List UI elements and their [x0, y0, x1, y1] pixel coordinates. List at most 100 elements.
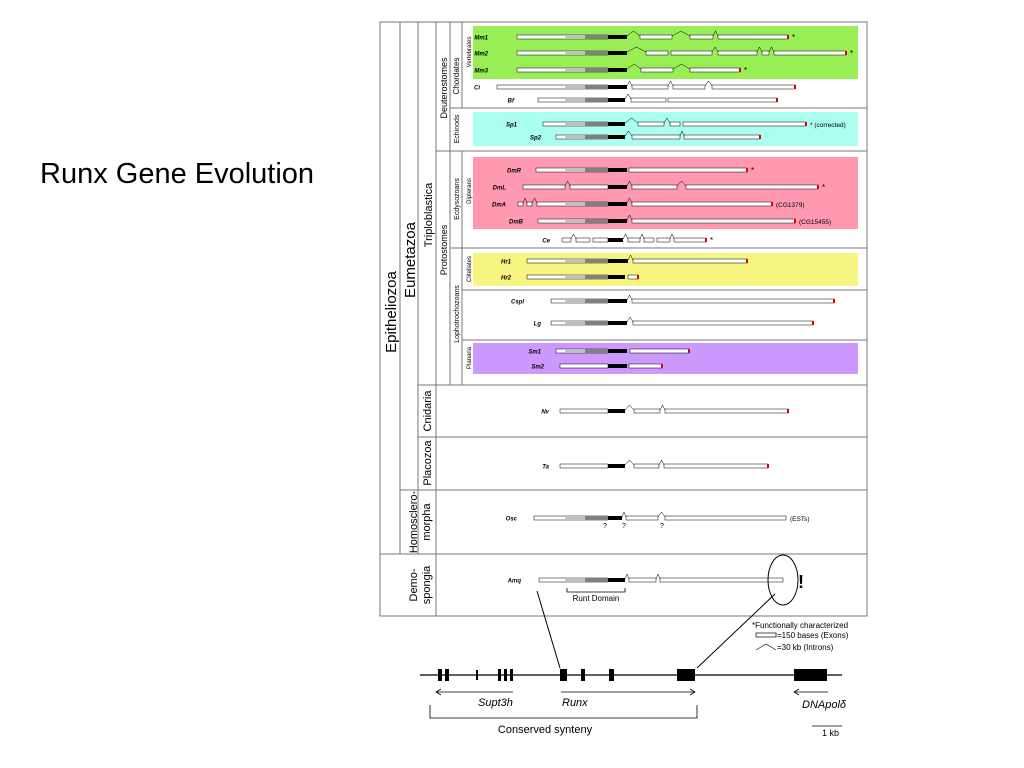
exon [628, 363, 663, 369]
exon [559, 463, 609, 469]
runt-domain-light [565, 168, 585, 172]
intron [626, 30, 641, 37]
runt-domain-light [565, 516, 585, 520]
supt3h-arrowhead [435, 688, 442, 696]
exon [628, 167, 748, 173]
runt-domain-mid [585, 122, 608, 126]
gene-suffix: (CG15455) [799, 219, 831, 226]
runt-domain-core [608, 98, 625, 102]
clade-lophotrochozoans: Lophotrochozoans [454, 285, 461, 343]
exon [717, 34, 789, 40]
exon [631, 218, 796, 224]
runt-domain-mid [585, 259, 608, 263]
gene-row-hr2: Hr2 [501, 274, 639, 282]
intron [621, 511, 627, 518]
runt-domain-core [608, 85, 627, 89]
legend-exon-swatch [755, 632, 777, 638]
intron [622, 233, 629, 240]
gene-end-mark [787, 35, 789, 39]
clade-deuterostomes: Deuterostomes [439, 57, 449, 119]
intron [624, 459, 635, 466]
exon [628, 577, 657, 583]
clade-clitellates: Clitellates [467, 256, 473, 282]
gene-row-amq: Amq [507, 573, 784, 585]
runt-domain-light [565, 122, 585, 126]
gene-row-dmb: DmB(CG15455) [509, 214, 831, 226]
exon [631, 184, 678, 190]
exon [663, 463, 769, 469]
gene-label: Sp1 [506, 123, 518, 129]
gene-label: Nv [541, 410, 549, 416]
gene-end-mark [817, 185, 819, 189]
intron [657, 511, 666, 518]
runt-domain-core [608, 464, 625, 468]
slide-title: Runx Gene Evolution [40, 158, 315, 190]
runt-domain-core [608, 168, 627, 172]
gene-end-mark [787, 409, 789, 413]
gene-row-mm1: Mm1* [474, 30, 795, 42]
runt-domain-mid [585, 349, 608, 353]
runt-domain-mid [585, 321, 608, 325]
gene-label: Mm1 [474, 36, 488, 42]
exon [637, 121, 665, 127]
gene-row-sp1: Sp1* (corrected) [506, 117, 846, 129]
legend-exons: =150 bases (Exons) [777, 631, 849, 640]
runt-domain-light [565, 35, 585, 39]
runt-domain-core [608, 349, 627, 353]
intron [627, 254, 634, 261]
runt-domain-light [565, 578, 585, 582]
runt-domain-mid [585, 578, 608, 582]
exon [633, 408, 661, 414]
clade-demospongia-1: Demo- [408, 568, 420, 601]
runt-domain-light [565, 68, 585, 72]
intron [626, 294, 633, 301]
runt-domain-core [608, 202, 627, 206]
exon [575, 237, 591, 243]
intron [624, 93, 632, 100]
runt-domain-mid [585, 219, 608, 223]
clade-vertebrates: Vertebrates [467, 37, 473, 68]
gene-end-mark [688, 349, 690, 353]
exon [631, 134, 681, 140]
clade-cnidaria: Cnidaria [422, 390, 434, 432]
gene-label: Bf [508, 99, 515, 105]
gene-row-bf: Bf [508, 93, 778, 105]
gene-label: Hr1 [501, 260, 512, 266]
runt-domain-core [608, 578, 625, 582]
clade-epitheliozoa: Epitheliozoa [383, 270, 400, 352]
clade-echinods: Echinods [454, 114, 461, 143]
gene-row-mm2: Mm2* [474, 46, 853, 58]
gene-label: Osc [506, 517, 518, 523]
exon [632, 320, 814, 326]
runt-domain-core [608, 135, 625, 139]
gene-end-mark [771, 202, 773, 206]
intron [626, 63, 642, 70]
runt-domain-light [565, 275, 585, 279]
gene-end-mark [661, 364, 663, 368]
runt-domain-light [565, 219, 585, 223]
gene-label: Mm3 [474, 69, 488, 75]
runt-domain-mid [585, 168, 608, 172]
gene-suffix: * [822, 183, 825, 192]
gene-suffix: * [850, 49, 853, 58]
clade-planaria: Planaria [467, 346, 473, 369]
clade-labels: Epitheliozoa Eumetazoa Triploblastica De… [383, 37, 473, 605]
runt-domain-mid [585, 35, 608, 39]
exclamation-mark: ! [798, 572, 804, 592]
gene-end-mark [746, 259, 748, 263]
clade-demospongia-2: spongia [421, 565, 433, 604]
planaria-panel [473, 343, 858, 374]
gene-suffix: * [744, 66, 747, 75]
exon [629, 348, 690, 354]
runt-domain-mid [585, 98, 608, 102]
gene-row-nv: Nv [541, 404, 789, 416]
intron [658, 459, 665, 466]
runt-domain-mid [585, 275, 608, 279]
gene-label: Lg [534, 322, 542, 328]
scale-label: 1 kb [822, 728, 839, 738]
exon [633, 463, 660, 469]
conserved-synteny-bracket [429, 705, 698, 719]
intron [531, 197, 538, 204]
intron [626, 316, 634, 323]
gene-end-mark [805, 122, 807, 126]
